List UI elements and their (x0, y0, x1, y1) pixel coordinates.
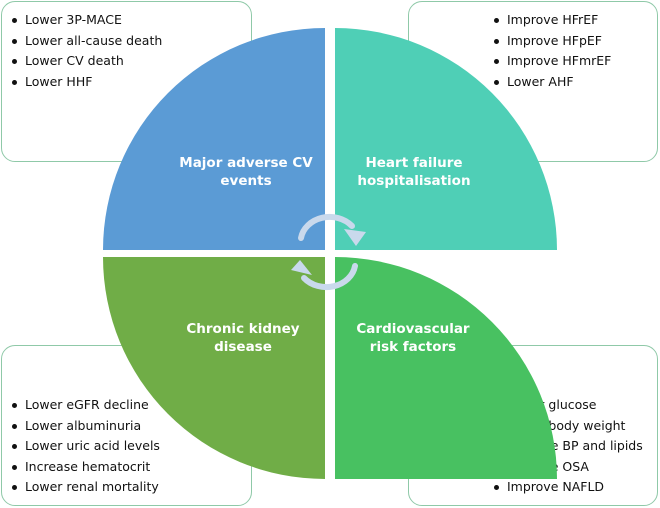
mace-outcomes-list: Lower 3P-MACE Lower all-cause death Lowe… (11, 10, 162, 92)
list-item: Lower 3P-MACE (11, 10, 162, 31)
ckd-label-line-2: disease (214, 339, 272, 355)
list-item: Lower all-cause death (11, 31, 162, 52)
mace-quadrant-label: Major adverse CV events (172, 154, 320, 190)
mace-label-line-1: Major adverse CV (179, 155, 313, 171)
list-item: Lower AHF (493, 72, 611, 93)
mace-quadrant (103, 28, 325, 250)
list-item: Lower uric acid levels (11, 436, 160, 457)
list-item: Lower renal mortality (11, 477, 160, 498)
list-item: Lower eGFR decline (11, 395, 160, 416)
list-item: Lower albuminuria (11, 416, 160, 437)
list-item: Improve NAFLD (493, 477, 643, 498)
heart-failure-quadrant (335, 28, 557, 250)
ckd-quadrant (103, 257, 325, 479)
risk-factors-quadrant (335, 257, 557, 479)
ckd-label-line-1: Chronic kidney (186, 321, 300, 337)
risk-factors-label-line-2: risk factors (369, 339, 457, 355)
mace-label-line-2: events (220, 173, 272, 189)
list-item: Lower HHF (11, 72, 162, 93)
ckd-quadrant-label: Chronic kidney disease (168, 320, 318, 356)
heart-failure-label-line-2: hospitalisation (357, 173, 471, 189)
heart-failure-outcomes-list: Improve HFrEF Improve HFpEF Improve HFmr… (493, 10, 611, 92)
list-item: Improve HFmrEF (493, 51, 611, 72)
cycle-arrowheads (291, 229, 366, 275)
list-item: Improve HFpEF (493, 31, 611, 52)
list-item: Improve HFrEF (493, 10, 611, 31)
ckd-outcomes-list: Lower eGFR decline Lower albuminuria Low… (11, 395, 160, 498)
cycle-arrows-icon (298, 213, 358, 291)
heart-failure-quadrant-label: Heart failure hospitalisation (344, 154, 484, 190)
risk-factors-label-line-1: Cardiovascular (356, 321, 470, 337)
heart-failure-label-line-1: Heart failure (365, 155, 463, 171)
risk-factors-quadrant-label: Cardiovascular risk factors (340, 320, 486, 356)
list-item: Increase hematocrit (11, 457, 160, 478)
list-item: Lower CV death (11, 51, 162, 72)
